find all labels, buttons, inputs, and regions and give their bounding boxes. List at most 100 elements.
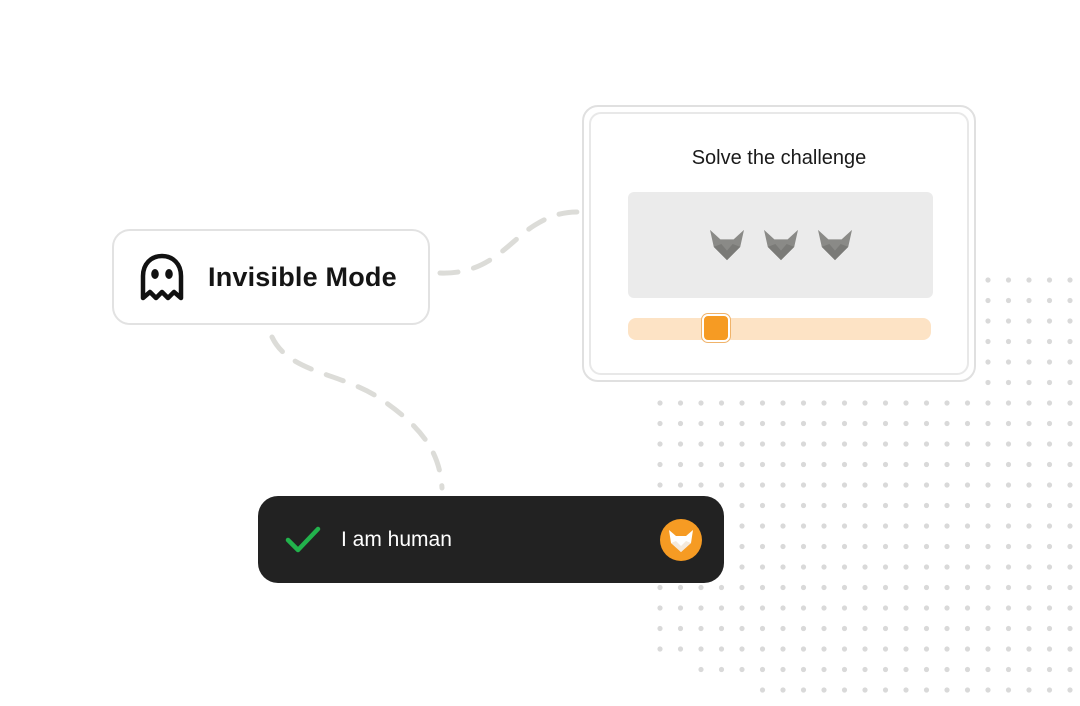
background-dot bbox=[862, 646, 868, 652]
background-dot bbox=[821, 584, 827, 591]
connector-mode-to-badge bbox=[269, 334, 445, 491]
checkmark-icon bbox=[285, 526, 321, 552]
fox-icon bbox=[817, 229, 852, 261]
background-dot bbox=[923, 400, 930, 406]
background-dot bbox=[985, 461, 991, 468]
background-dot bbox=[780, 564, 786, 570]
background-dot bbox=[964, 646, 971, 652]
background-dot bbox=[882, 646, 889, 652]
background-dot bbox=[821, 461, 827, 468]
background-dot bbox=[882, 666, 889, 673]
background-dot bbox=[677, 625, 684, 632]
background-dot bbox=[903, 564, 909, 570]
background-dot bbox=[1046, 379, 1053, 386]
background-dot bbox=[821, 666, 827, 673]
background-dot bbox=[718, 482, 725, 488]
background-dot bbox=[698, 441, 704, 447]
human-verification-badge[interactable]: I am human bbox=[258, 496, 724, 583]
background-dot bbox=[944, 543, 950, 550]
invisible-mode-card[interactable]: Invisible Mode bbox=[112, 229, 430, 325]
background-dot bbox=[677, 482, 684, 488]
background-dot bbox=[903, 687, 909, 693]
background-dot bbox=[677, 420, 684, 427]
background-dot bbox=[903, 646, 909, 652]
background-dot bbox=[780, 502, 786, 509]
background-dot bbox=[923, 605, 930, 611]
background-dot bbox=[780, 666, 786, 673]
background-dot bbox=[882, 584, 889, 591]
background-dot bbox=[841, 441, 848, 447]
background-dot bbox=[1005, 359, 1012, 365]
background-dot bbox=[882, 502, 889, 509]
background-dot bbox=[964, 502, 971, 509]
background-dot bbox=[841, 625, 848, 632]
background-dot bbox=[985, 543, 991, 550]
background-dot bbox=[739, 605, 745, 611]
background-dot bbox=[1026, 359, 1032, 365]
background-dot bbox=[1067, 564, 1073, 570]
background-dot bbox=[698, 584, 704, 591]
background-dot bbox=[923, 482, 930, 488]
background-dot bbox=[923, 523, 930, 529]
background-dot bbox=[882, 687, 889, 693]
background-dot bbox=[1005, 625, 1012, 632]
background-dot bbox=[780, 441, 786, 447]
background-dot bbox=[985, 625, 991, 632]
background-dot bbox=[985, 359, 991, 365]
background-dot bbox=[800, 605, 807, 611]
background-dot bbox=[739, 564, 745, 570]
background-dot bbox=[1046, 543, 1053, 550]
challenge-title: Solve the challenge bbox=[691, 147, 867, 169]
background-dot bbox=[903, 584, 909, 591]
background-dot bbox=[862, 687, 868, 693]
background-dot bbox=[1026, 584, 1032, 591]
background-dot bbox=[1005, 584, 1012, 591]
background-dot bbox=[882, 564, 889, 570]
background-dot bbox=[882, 543, 889, 550]
background-dot bbox=[944, 687, 950, 693]
background-dot bbox=[1026, 625, 1032, 632]
background-dot bbox=[821, 625, 827, 632]
background-dot bbox=[739, 584, 745, 591]
background-dot bbox=[944, 523, 950, 529]
background-dot bbox=[821, 502, 827, 509]
background-dot bbox=[1046, 277, 1053, 283]
background-dot bbox=[903, 605, 909, 611]
background-dot bbox=[882, 605, 889, 611]
background-dot bbox=[698, 605, 704, 611]
background-dot bbox=[1067, 584, 1073, 591]
background-dot bbox=[1046, 359, 1053, 365]
background-dot bbox=[964, 543, 971, 550]
background-dot bbox=[739, 461, 745, 468]
background-dot bbox=[1026, 605, 1032, 611]
background-dot bbox=[677, 441, 684, 447]
background-dot bbox=[985, 277, 991, 283]
background-dot bbox=[739, 523, 745, 529]
challenge-slider-handle[interactable] bbox=[702, 314, 730, 342]
background-dot bbox=[759, 605, 766, 611]
background-dot bbox=[739, 666, 745, 673]
background-dot bbox=[1046, 420, 1053, 427]
background-dot bbox=[841, 502, 848, 509]
background-dot bbox=[780, 523, 786, 529]
background-dot bbox=[1067, 338, 1073, 345]
background-dot bbox=[923, 625, 930, 632]
background-dot bbox=[985, 379, 991, 386]
background-dot bbox=[882, 441, 889, 447]
background-dot bbox=[759, 441, 766, 447]
background-dot bbox=[780, 482, 786, 488]
background-dot bbox=[718, 420, 725, 427]
puzzle-image-area bbox=[628, 192, 933, 298]
background-dot bbox=[862, 584, 868, 591]
background-dot bbox=[759, 523, 766, 529]
background-dot bbox=[718, 646, 725, 652]
background-dot bbox=[923, 584, 930, 591]
background-dot bbox=[800, 441, 807, 447]
background-dot bbox=[1046, 502, 1053, 509]
challenge-slider-track[interactable] bbox=[628, 314, 931, 342]
background-dot bbox=[780, 420, 786, 427]
background-dot bbox=[944, 584, 950, 591]
background-dot bbox=[1046, 461, 1053, 468]
